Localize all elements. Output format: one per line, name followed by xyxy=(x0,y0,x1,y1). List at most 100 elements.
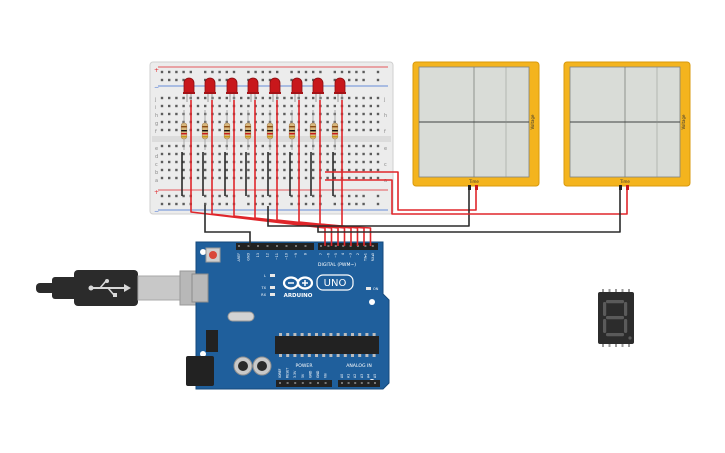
breadboard-hole[interactable] xyxy=(268,176,272,180)
rail-hole[interactable] xyxy=(204,202,207,206)
header-pin[interactable] xyxy=(309,382,312,384)
rail-hole[interactable] xyxy=(348,70,351,74)
breadboard-hole[interactable] xyxy=(283,96,286,100)
breadboard-hole[interactable] xyxy=(348,160,351,164)
breadboard-hole[interactable] xyxy=(348,128,351,132)
breadboard-hole[interactable] xyxy=(355,128,358,132)
breadboard-hole[interactable] xyxy=(290,160,293,164)
breadboard-hole[interactable] xyxy=(204,96,207,100)
breadboard-hole[interactable] xyxy=(182,104,185,108)
breadboard-hole[interactable] xyxy=(218,128,221,132)
rail-hole[interactable] xyxy=(168,194,171,198)
rail-hole[interactable] xyxy=(355,70,358,74)
breadboard-hole[interactable] xyxy=(218,104,221,108)
breadboard-hole[interactable] xyxy=(175,144,178,148)
header-pin[interactable] xyxy=(364,245,367,247)
header-pin[interactable] xyxy=(327,245,330,247)
ground-bridge-wire[interactable] xyxy=(317,226,378,233)
rail-hole[interactable] xyxy=(297,70,300,74)
header-pin[interactable] xyxy=(304,245,307,247)
breadboard-hole[interactable] xyxy=(283,144,286,148)
rail-hole[interactable] xyxy=(304,202,308,206)
seven-segment-pin[interactable] xyxy=(608,344,611,347)
breadboard-hole[interactable] xyxy=(168,176,171,180)
breadboard-hole[interactable] xyxy=(376,128,380,132)
rail-hole[interactable] xyxy=(348,78,351,82)
breadboard-hole[interactable] xyxy=(326,112,329,116)
breadboard-hole[interactable] xyxy=(333,160,336,164)
led-red[interactable] xyxy=(334,77,346,94)
breadboard-hole[interactable] xyxy=(283,160,286,164)
breadboard-hole[interactable] xyxy=(304,120,308,124)
breadboard-hole[interactable] xyxy=(304,160,308,164)
breadboard-hole[interactable] xyxy=(290,152,293,156)
breadboard-hole[interactable] xyxy=(175,104,178,108)
rail-hole[interactable] xyxy=(175,70,178,74)
wires[interactable] xyxy=(190,150,628,246)
breadboard-hole[interactable] xyxy=(182,144,185,148)
rail-hole[interactable] xyxy=(247,194,250,198)
breadboard-hole[interactable] xyxy=(355,104,358,108)
rail-hole[interactable] xyxy=(362,70,365,74)
rail-hole[interactable] xyxy=(355,202,358,206)
header-pin[interactable] xyxy=(354,382,357,384)
breadboard-hole[interactable] xyxy=(369,168,372,172)
breadboard-hole[interactable] xyxy=(290,104,293,108)
header-pin[interactable] xyxy=(324,382,327,384)
rail-hole[interactable] xyxy=(376,78,380,82)
breadboard-hole[interactable] xyxy=(283,112,286,116)
breadboard-hole[interactable] xyxy=(175,96,178,100)
breadboard-hole[interactable] xyxy=(283,120,286,124)
breadboard-hole[interactable] xyxy=(196,128,200,132)
breadboard-hole[interactable] xyxy=(160,168,164,172)
breadboard-hole[interactable] xyxy=(240,96,243,100)
seven-segment-pin[interactable] xyxy=(615,289,617,292)
header-pin[interactable] xyxy=(367,382,370,384)
breadboard-hole[interactable] xyxy=(218,152,221,156)
breadboard-hole[interactable] xyxy=(304,128,308,132)
breadboard-hole[interactable] xyxy=(348,104,351,108)
rail-hole[interactable] xyxy=(218,70,221,74)
breadboard-hole[interactable] xyxy=(261,168,264,172)
breadboard-hole[interactable] xyxy=(304,144,308,148)
breadboard-hole[interactable] xyxy=(218,168,221,172)
seven-segment-pin[interactable] xyxy=(628,344,630,347)
seven-segment-pin[interactable] xyxy=(602,289,604,292)
breadboard-hole[interactable] xyxy=(348,168,351,172)
seven-segment-pin[interactable] xyxy=(602,344,604,347)
breadboard-hole[interactable] xyxy=(369,120,372,124)
breadboard-hole[interactable] xyxy=(369,96,372,100)
oscilloscope-2[interactable]: Time Voltage xyxy=(563,61,691,190)
breadboard-components[interactable] xyxy=(180,77,346,196)
breadboard-hole[interactable] xyxy=(247,104,250,108)
rail-hole[interactable] xyxy=(376,70,380,74)
breadboard-hole[interactable] xyxy=(168,144,171,148)
breadboard-hole[interactable] xyxy=(304,104,308,108)
breadboard-hole[interactable] xyxy=(304,96,308,100)
rail-hole[interactable] xyxy=(362,194,365,198)
breadboard-hole[interactable] xyxy=(204,152,207,156)
rail-hole[interactable] xyxy=(247,70,250,74)
breadboard-hole[interactable] xyxy=(261,120,264,124)
rail-hole[interactable] xyxy=(304,70,308,74)
rail-hole[interactable] xyxy=(312,194,315,198)
breadboard-hole[interactable] xyxy=(268,104,272,108)
breadboard-hole[interactable] xyxy=(168,152,171,156)
breadboard-hole[interactable] xyxy=(247,96,250,100)
breadboard-hole[interactable] xyxy=(326,144,329,148)
breadboard-hole[interactable] xyxy=(376,96,380,100)
breadboard-hole[interactable] xyxy=(362,152,365,156)
rail-hole[interactable] xyxy=(175,202,178,206)
breadboard-hole[interactable] xyxy=(355,144,358,148)
breadboard-hole[interactable] xyxy=(225,152,228,156)
breadboard-hole[interactable] xyxy=(362,168,365,172)
rail-hole[interactable] xyxy=(319,70,322,74)
rail-hole[interactable] xyxy=(160,194,164,198)
breadboard-hole[interactable] xyxy=(283,168,286,172)
breadboard-hole[interactable] xyxy=(312,168,315,172)
rail-hole[interactable] xyxy=(261,78,264,82)
breadboard-hole[interactable] xyxy=(261,128,264,132)
breadboard-hole[interactable] xyxy=(175,112,178,116)
rail-hole[interactable] xyxy=(211,70,214,74)
